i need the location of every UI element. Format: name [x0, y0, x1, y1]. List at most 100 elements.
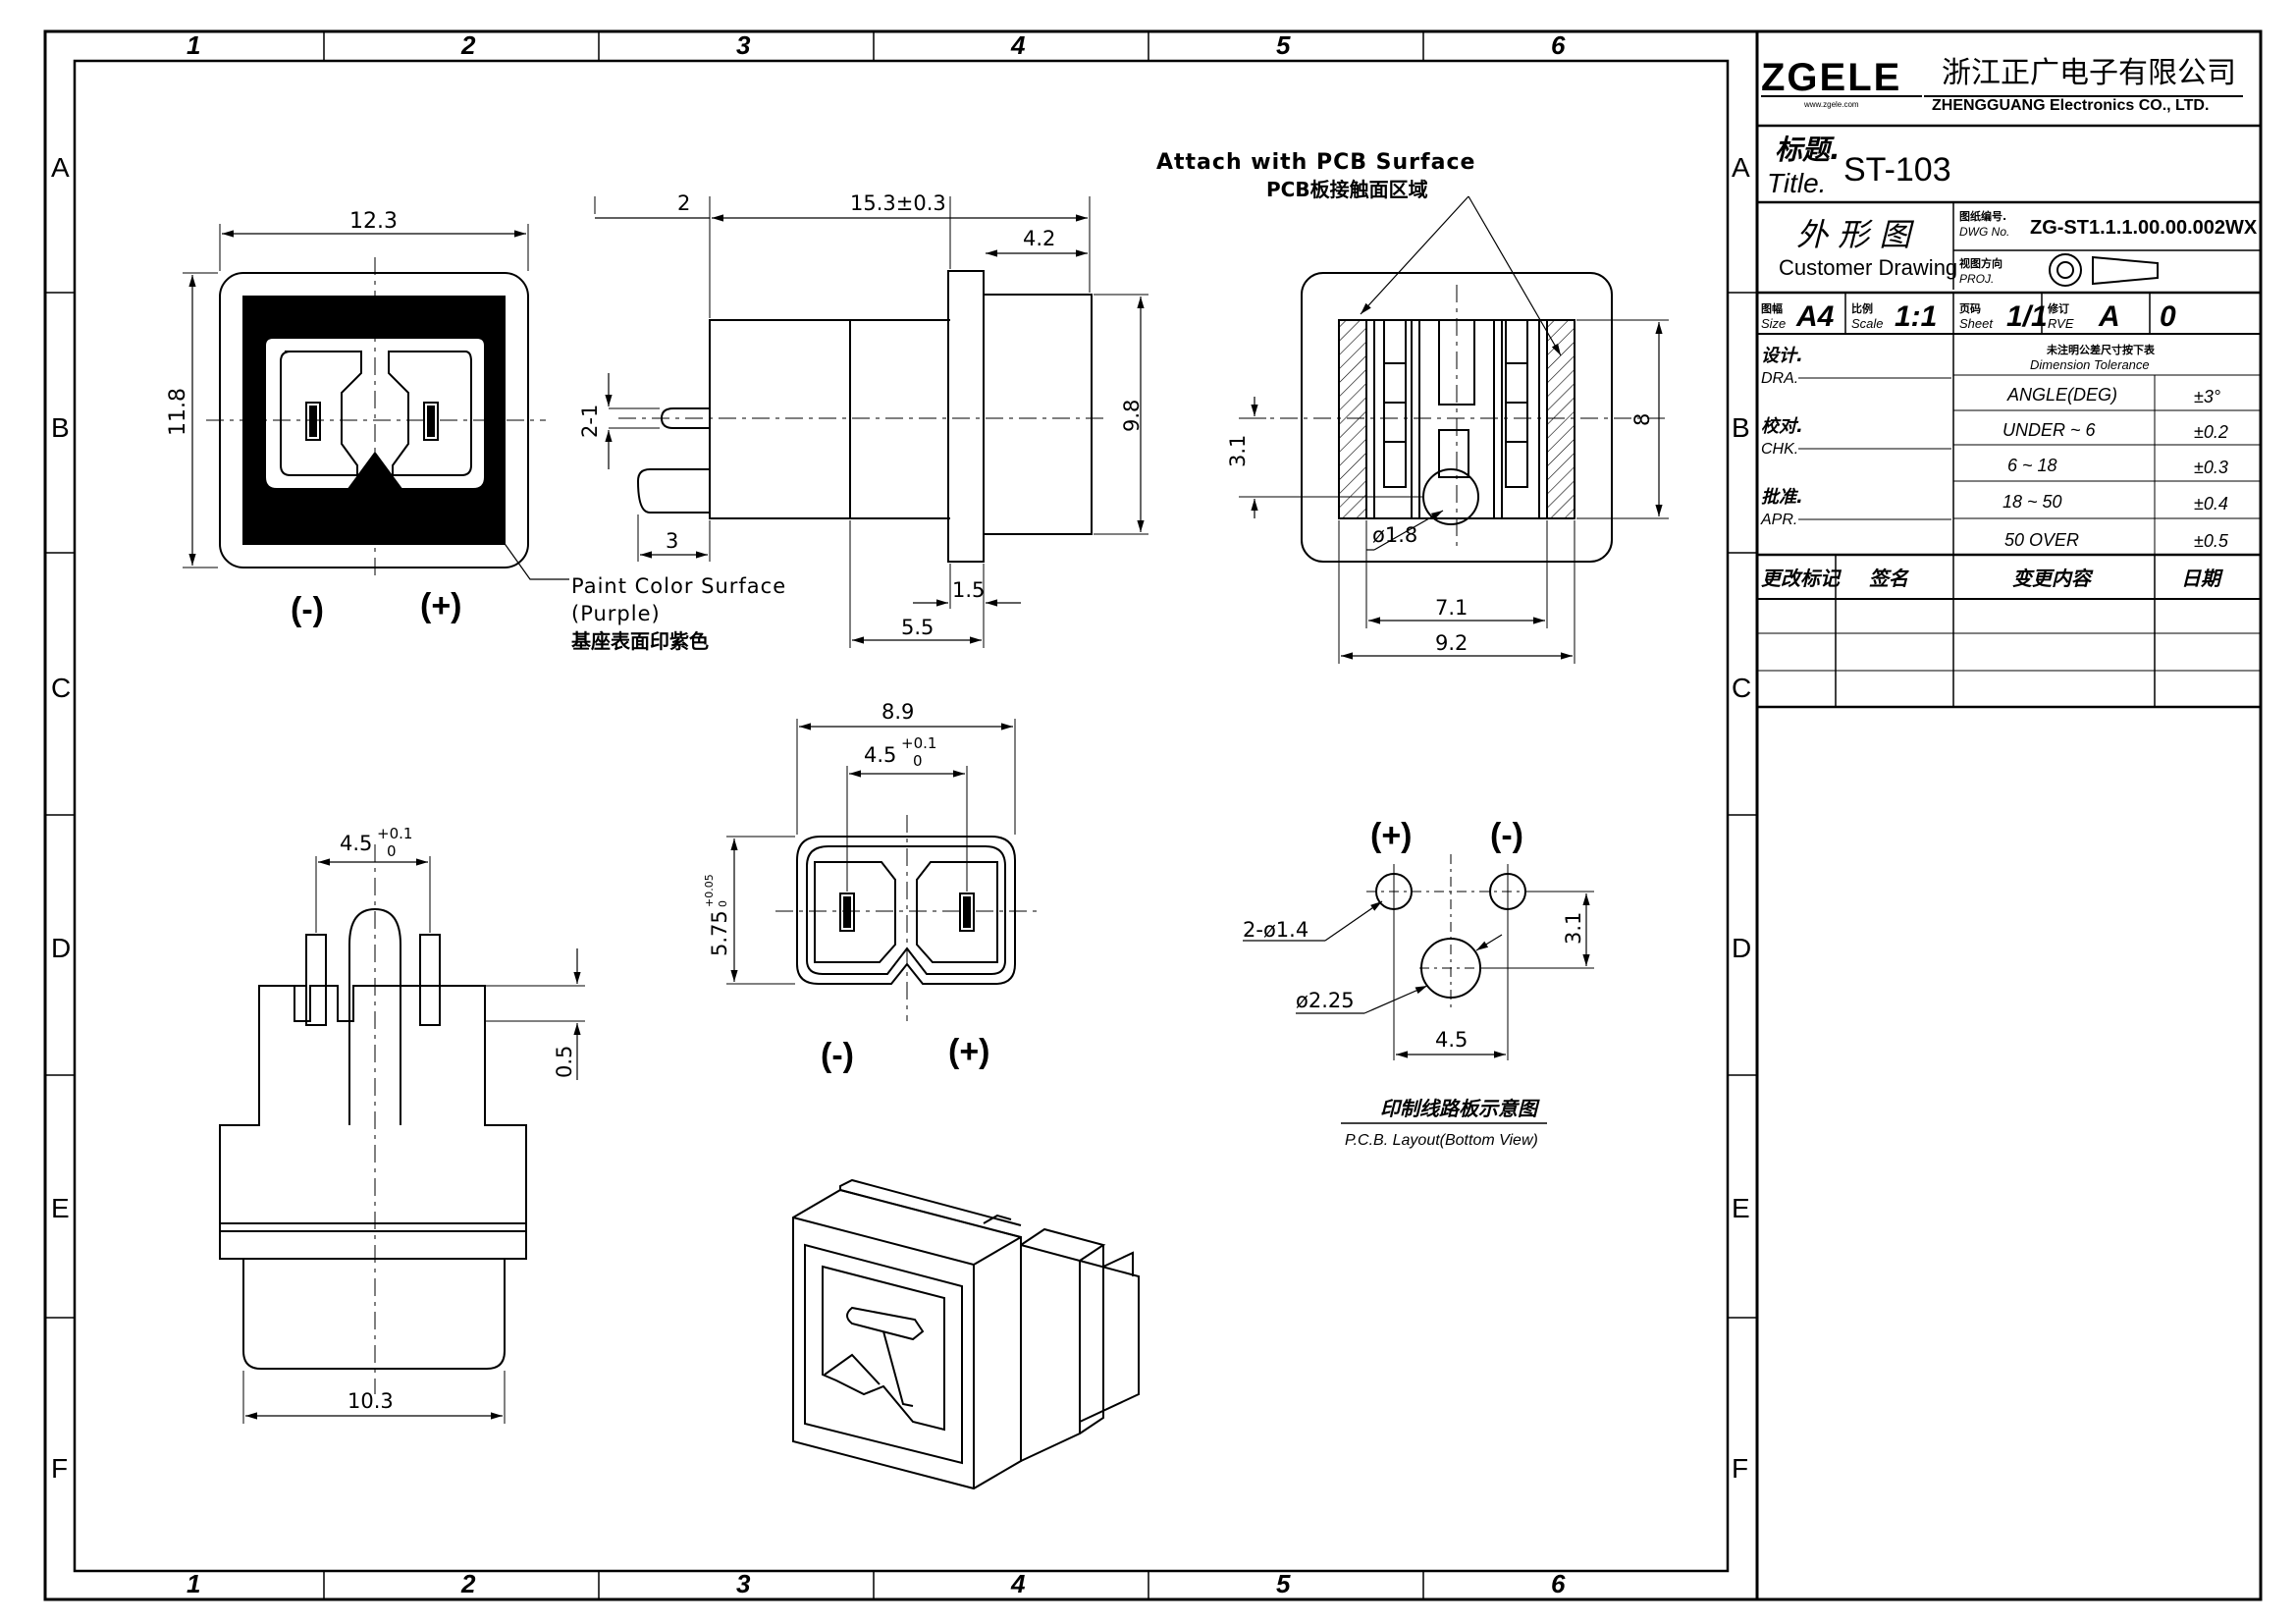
- top-dim-9-2: 9.2: [1435, 631, 1468, 655]
- side-view: [594, 196, 1148, 648]
- tol-title-cn: 未注明公差尺寸按下表: [2046, 343, 2156, 356]
- size-label-cn: 图幅: [1761, 301, 1783, 315]
- dra-label-cn: 设计.: [1761, 346, 1803, 366]
- col-label-1-bottom: 1: [187, 1569, 200, 1598]
- pcb-dim-holes: 2-ø1.4: [1243, 918, 1308, 942]
- pcb-caption-en: P.C.B. Layout(Bottom View): [1345, 1132, 1538, 1149]
- side-dim-2: 2: [677, 191, 690, 215]
- col-label-1: 1: [187, 30, 200, 60]
- rev-header-mark: 更改标记: [1761, 567, 1842, 590]
- pcb-dim-center-hole: ø2.25: [1296, 989, 1355, 1012]
- inner-frame: [73, 59, 1730, 1573]
- rev-header-content: 变更内容: [2012, 567, 2094, 590]
- top-dim-8: 8: [1630, 413, 1654, 426]
- proj-label-cn: 视图方向: [1959, 256, 2002, 270]
- chk-label-en: CHK.: [1761, 441, 1798, 458]
- rear-dim-4-5-tol-up: +0.1: [377, 825, 412, 842]
- row-label-c-right: C: [1732, 673, 1751, 703]
- row-label-f-right: F: [1732, 1453, 1748, 1484]
- title-label-cn: 标题.: [1775, 134, 1841, 166]
- isometric-view: [792, 1178, 1140, 1490]
- socket-face-view: [726, 719, 1041, 1021]
- tol-value-0: ±3°: [2194, 387, 2220, 406]
- size-label-en: Size: [1761, 316, 1786, 331]
- side-dim-3: 3: [666, 529, 678, 553]
- rev-label-cn: 修订: [2047, 301, 2069, 315]
- col-label-5: 5: [1276, 30, 1291, 60]
- rear-view: [219, 844, 585, 1424]
- proj-label-en: PROJ.: [1959, 272, 1994, 286]
- company-name-en: ZHENGGUANG Electronics CO., LTD.: [1932, 97, 2209, 114]
- side-dim-5-5: 5.5: [901, 616, 934, 639]
- col-label-6-bottom: 6: [1551, 1569, 1566, 1598]
- dwg-no-label-en: DWG No.: [1959, 225, 2009, 239]
- pcb-dim-3-1: 3.1: [1562, 912, 1585, 945]
- sheet-label-en: Sheet: [1959, 316, 1994, 331]
- scale-label-cn: 比例: [1851, 301, 1873, 315]
- face-pos-label: (+): [948, 1033, 990, 1070]
- top-dim-7-1: 7.1: [1435, 596, 1468, 620]
- col-label-4-bottom: 4: [1010, 1569, 1026, 1598]
- apr-label-en: APR.: [1760, 512, 1797, 528]
- rear-dim-10-3: 10.3: [347, 1389, 394, 1413]
- paint-note-en-2: (Purple): [571, 602, 661, 625]
- front-neg-label: (-): [291, 591, 324, 628]
- face-dim-5-75-tol-dn: 0: [717, 900, 729, 907]
- tol-value-4: ±0.5: [2194, 531, 2229, 551]
- top-dim-hole: ø1.8: [1372, 523, 1417, 547]
- drawing-type-en: Customer Drawing: [1779, 255, 1957, 280]
- pcb-neg-label: (-): [1490, 817, 1523, 854]
- face-neg-label: (-): [821, 1037, 854, 1074]
- pcb-dim-4-5: 4.5: [1435, 1028, 1468, 1052]
- sheet-label-cn: 页码: [1959, 302, 1981, 315]
- front-dim-width: 12.3: [349, 209, 398, 234]
- rear-dim-4-5: 4.5: [340, 832, 372, 855]
- face-dim-4-5: 4.5: [864, 743, 896, 767]
- dra-label-en: DRA.: [1761, 370, 1798, 387]
- title-block-text: ZGELE www.zgele.com 浙江正广电子有限公司 ZHENGGUAN…: [1760, 56, 2258, 590]
- rear-dim-4-5-tol-dn: 0: [387, 842, 397, 860]
- scale-value: 1:1: [1895, 300, 1937, 333]
- rear-dim-0-5: 0.5: [553, 1046, 576, 1078]
- paint-note-en-1: Paint Color Surface: [571, 574, 786, 598]
- attach-note-cn: PCB板接触面区域: [1266, 178, 1428, 201]
- row-label-a-right: A: [1732, 152, 1750, 183]
- row-label-a: A: [51, 152, 70, 183]
- scale-label-en: Scale: [1851, 316, 1884, 331]
- row-label-e-right: E: [1732, 1193, 1750, 1223]
- pcb-caption-cn: 印制线路板示意图: [1380, 1097, 1540, 1120]
- col-label-5-bottom: 5: [1276, 1569, 1291, 1598]
- row-label-d-right: D: [1732, 933, 1751, 963]
- col-label-3: 3: [736, 30, 751, 60]
- tol-range-0: ANGLE(DEG): [2006, 385, 2117, 405]
- face-dim-4-5-tol-up: +0.1: [901, 734, 936, 752]
- apr-label-cn: 批准.: [1761, 487, 1803, 508]
- rev-value: A: [2098, 300, 2120, 333]
- rev-header-date: 日期: [2181, 567, 2223, 590]
- tol-range-2: 6 ~ 18: [2007, 456, 2057, 475]
- row-label-c: C: [51, 673, 71, 703]
- tol-range-1: UNDER ~ 6: [2002, 420, 2097, 440]
- attach-note-en: Attach with PCB Surface: [1156, 150, 1475, 175]
- tol-value-2: ±0.3: [2194, 458, 2228, 477]
- col-label-2: 2: [460, 30, 476, 60]
- tol-value-3: ±0.4: [2194, 494, 2228, 514]
- title-block: [1757, 124, 2261, 709]
- dwg-no-value: ZG-ST1.1.1.00.00.002WX: [2030, 217, 2258, 239]
- pcb-layout-view: [1243, 854, 1594, 1124]
- title-value: ST-103: [1843, 151, 1951, 189]
- sheet-value: 1/1: [2006, 300, 2048, 333]
- chk-label-cn: 校对.: [1761, 416, 1803, 437]
- paint-note-cn: 基座表面印紫色: [571, 629, 709, 653]
- row-label-d: D: [51, 933, 71, 963]
- pcb-pos-label: (+): [1370, 817, 1413, 854]
- side-dim-4-2: 4.2: [1023, 227, 1055, 250]
- row-label-b: B: [51, 412, 70, 443]
- face-dim-8-9: 8.9: [881, 700, 914, 724]
- front-pos-label: (+): [420, 587, 462, 624]
- pcb-contact-view: [1239, 195, 1669, 664]
- rev-label-en: RVE: [2048, 316, 2074, 331]
- zone-ticks: [45, 31, 1757, 1599]
- front-view: [183, 224, 569, 580]
- tol-value-1: ±0.2: [2194, 422, 2228, 442]
